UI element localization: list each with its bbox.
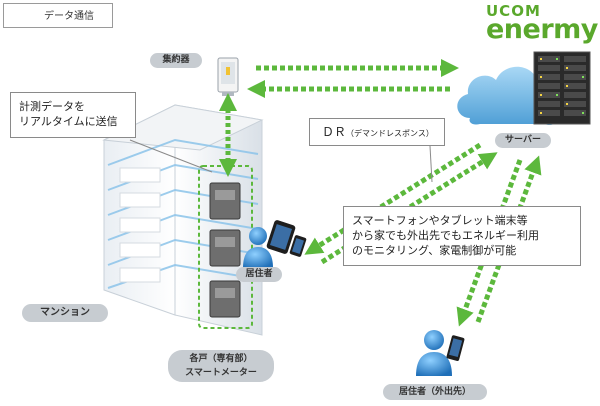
dr-callout-leader: [429, 145, 433, 183]
outside-smartphone-icon: [446, 335, 465, 361]
dr-callout-sub: （デマンドレスポンス）: [346, 129, 434, 138]
server-rack-icon: [533, 51, 591, 125]
remote-callout-line2: から家でも外出先でもエネルギー利用: [352, 229, 539, 242]
outside-resident-label: 居住者（外出先）: [383, 384, 487, 400]
dr-callout: ＤＲ（デマンドレスポンス）: [309, 118, 445, 146]
smart-meter-1: [209, 182, 241, 220]
remote-callout: スマートフォンやタブレット端末等 から家でも外出先でもエネルギー利用 のモニタリ…: [343, 206, 581, 266]
realtime-callout-line1: 計測データを: [19, 100, 85, 113]
smart-meter-label: 各戸（専有部） スマートメーター: [168, 350, 274, 382]
realtime-callout-leader: [129, 139, 213, 173]
concentrator-device: [217, 57, 239, 96]
smart-meter-3: [209, 280, 241, 318]
mansion-label: マンション: [22, 304, 108, 322]
arrow-cloud-to-resident: [304, 142, 482, 255]
concentrator-label: 集約器: [150, 53, 202, 68]
smart-meter-2: [209, 229, 241, 267]
resident-person-icon: [243, 227, 273, 268]
smart-meter-label-line2: スマートメーター: [185, 368, 257, 378]
remote-callout-line1: スマートフォンやタブレット端末等: [352, 214, 528, 227]
legend-label: データ通信: [44, 11, 94, 22]
legend-box: [3, 3, 113, 28]
remote-callout-line3: のモニタリング、家電制御が可能: [352, 244, 517, 257]
smartphone-icon: [289, 235, 307, 257]
tablet-icon: [266, 220, 296, 254]
dr-callout-main: ＤＲ: [322, 125, 347, 139]
logo-text-enermy: enermy: [486, 14, 598, 45]
outside-resident-person-icon: [416, 330, 452, 376]
realtime-callout: 計測データを リアルタイムに送信: [10, 92, 136, 138]
logo-text-ucom: UCOM: [486, 2, 541, 20]
realtime-callout-line2: リアルタイムに送信: [19, 115, 118, 128]
smart-meter-label-line1: 各戸（専有部）: [189, 354, 253, 364]
resident-label: 居住者: [236, 267, 282, 282]
server-label: サーバー: [495, 133, 551, 148]
